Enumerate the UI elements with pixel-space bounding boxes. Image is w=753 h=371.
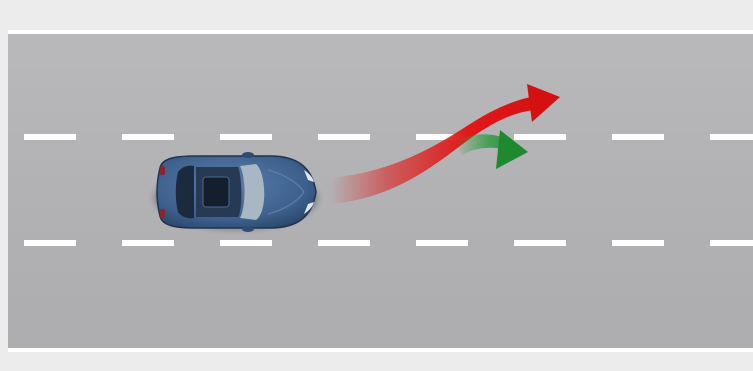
- car: [154, 152, 318, 232]
- lane-dash: [24, 134, 76, 140]
- tail-light-left: [160, 166, 165, 175]
- lane-dash: [514, 134, 566, 140]
- rear-window: [176, 166, 194, 219]
- left-mirror: [242, 152, 254, 158]
- lane-dash: [220, 240, 272, 246]
- left-road-edge: [0, 30, 8, 352]
- lane-dash: [220, 134, 272, 140]
- lane-dash: [416, 240, 468, 246]
- lane-dash: [514, 240, 566, 246]
- top-shoulder: [0, 0, 753, 30]
- lane-dash: [318, 240, 370, 246]
- bottom-shoulder: [0, 350, 753, 371]
- tail-light-right: [160, 209, 165, 218]
- right-mirror: [242, 226, 254, 232]
- top-edge-line: [8, 30, 753, 34]
- lane-dash: [710, 134, 753, 140]
- lane-dash: [318, 134, 370, 140]
- sunroof: [203, 177, 229, 207]
- lane-dash: [710, 240, 753, 246]
- lane-dash: [122, 134, 174, 140]
- lane-dash: [24, 240, 76, 246]
- lane-dash: [122, 240, 174, 246]
- lane-dash: [612, 240, 664, 246]
- bottom-edge-line: [8, 348, 753, 352]
- lane-dash: [612, 134, 664, 140]
